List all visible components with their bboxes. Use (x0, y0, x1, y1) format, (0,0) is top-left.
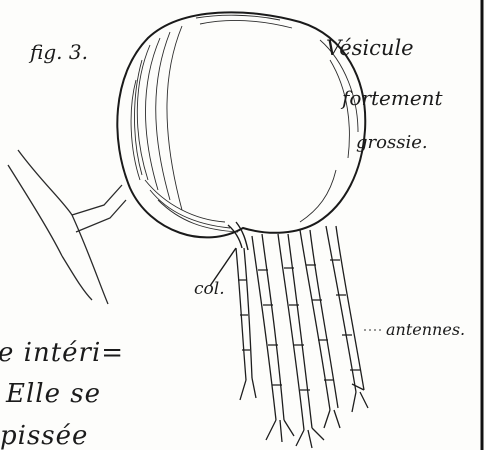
figure-title-line-3: grossie. (356, 134, 428, 152)
body-text-line-3: pissée (0, 423, 88, 449)
antennae (236, 226, 368, 448)
body-text-line-1: e intéri= (0, 340, 124, 366)
neck-label: col. (194, 281, 225, 298)
branch-stalk (8, 150, 126, 304)
figure-number-label: fig. 3. (30, 42, 88, 62)
figure-title-line-1: Vésicule (326, 38, 414, 59)
antennae-label: antennes. (386, 322, 465, 338)
figure-title-line-2: fortement (342, 88, 443, 108)
body-text-line-2: Elle se (6, 381, 101, 407)
